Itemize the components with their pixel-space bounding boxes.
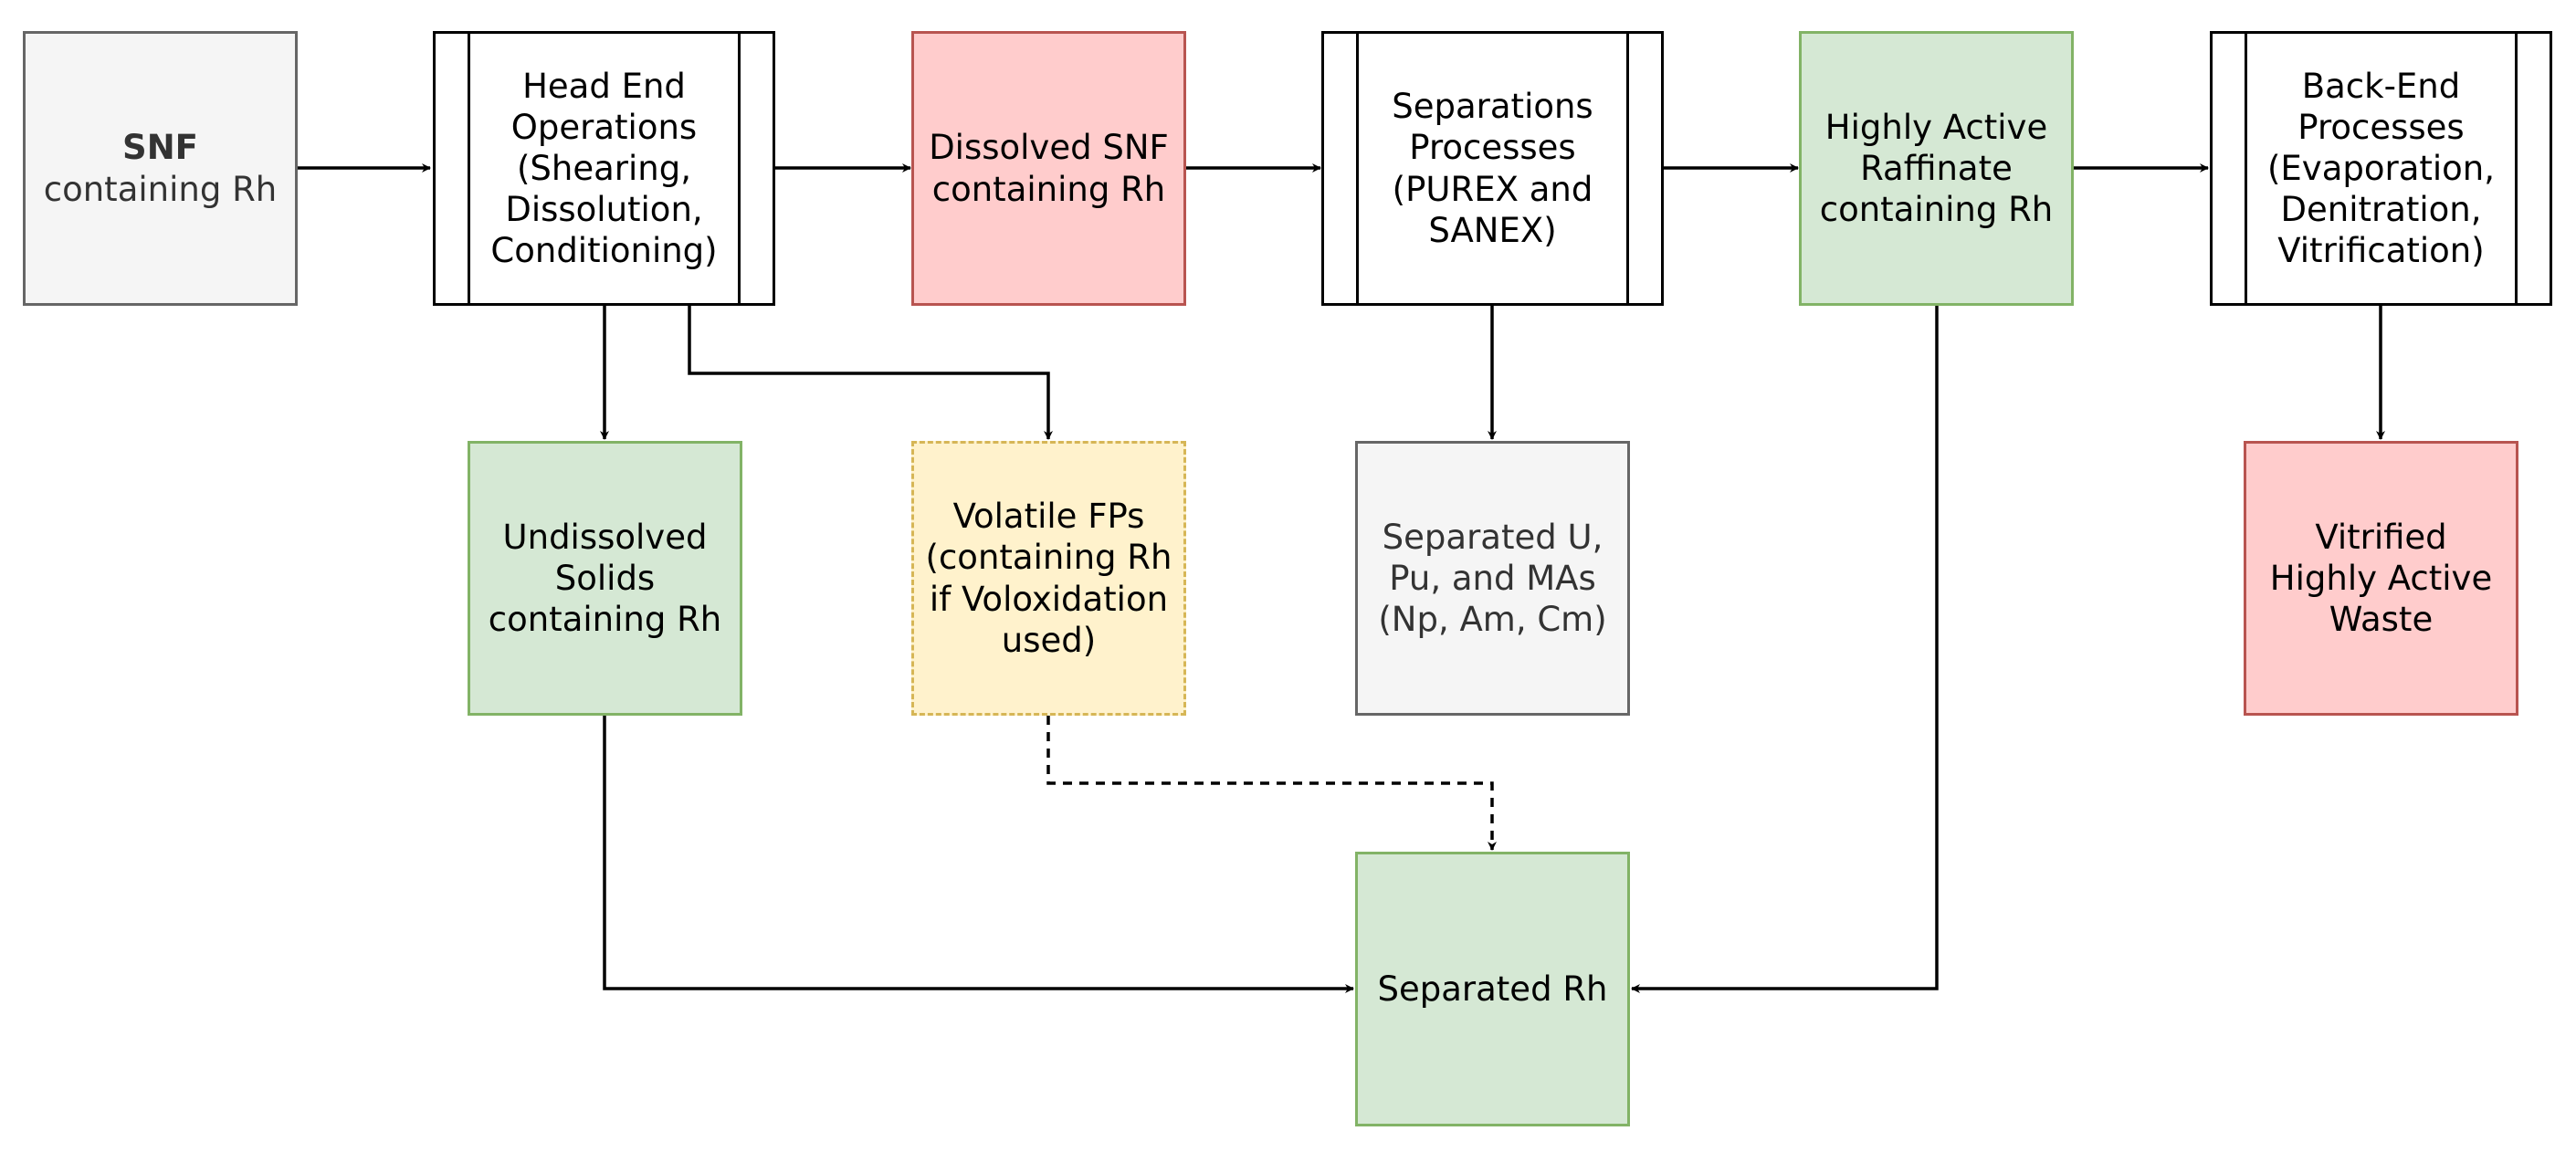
edge-undissolved-to-separated-rh [603, 716, 1354, 993]
undissolved-solids-node: Undissolved Solids containing Rh [468, 441, 742, 716]
highly-active-raffinate-label: Highly Active Raffinate containing Rh [1819, 107, 2054, 230]
volatile-fps-label: Volatile FPs (containing Rh if Voloxidat… [925, 497, 1172, 660]
vitrified-waste-label: Vitrified Highly Active Waste [2269, 517, 2493, 640]
vitrified-waste-node: Vitrified Highly Active Waste [2244, 441, 2518, 716]
separations-processes-node: Separations Processes (PUREX and SANEX) [1321, 31, 1664, 306]
dissolved-snf-label: Dissolved SNF containing Rh [929, 128, 1169, 209]
undissolved-solids-label: Undissolved Solids containing Rh [488, 517, 722, 640]
edge-head-end-to-volatile [688, 306, 1053, 440]
separated-actinides-label: Separated U, Pu, and MAs (Np, Am, Cm) [1378, 517, 1607, 640]
snf-title: SNF [122, 128, 198, 168]
head-end-operations-node: Head End Operations (Shearing, Dissoluti… [433, 31, 775, 306]
separated-rh-label: Separated Rh [1377, 969, 1608, 1009]
separated-rh-node: Separated Rh [1355, 852, 1630, 1126]
snf-subtitle: containing Rh [43, 169, 278, 209]
snf-node: SNF containing Rh [23, 31, 298, 306]
head-end-operations-label: Head End Operations (Shearing, Dissoluti… [490, 66, 718, 271]
highly-active-raffinate-node: Highly Active Raffinate containing Rh [1799, 31, 2074, 306]
volatile-fps-node: Volatile FPs (containing Rh if Voloxidat… [911, 441, 1186, 716]
back-end-processes-node: Back-End Processes (Evaporation, Denitra… [2210, 31, 2552, 306]
dissolved-snf-node: Dissolved SNF containing Rh [911, 31, 1186, 306]
back-end-processes-label: Back-End Processes (Evaporation, Denitra… [2266, 66, 2496, 271]
edge-volatile-to-separated-rh [1046, 716, 1497, 851]
edge-har-to-separated-rh [1631, 306, 1939, 993]
separations-processes-label: Separations Processes (PUREX and SANEX) [1392, 87, 1593, 250]
separated-actinides-node: Separated U, Pu, and MAs (Np, Am, Cm) [1355, 441, 1630, 716]
